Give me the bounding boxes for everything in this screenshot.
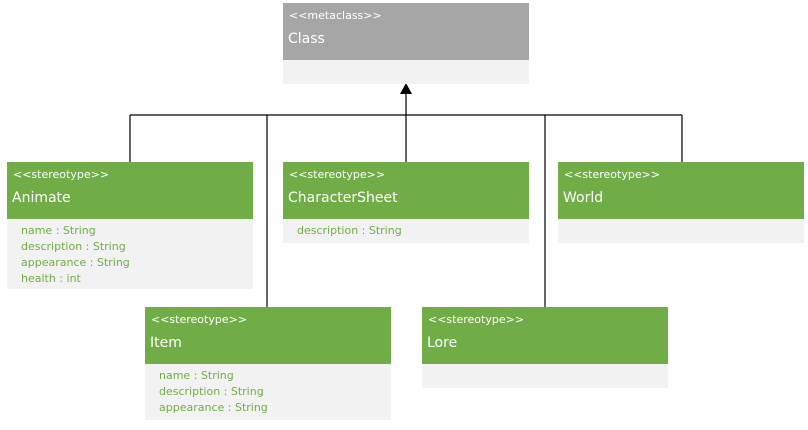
attribute: name : String [21,224,96,237]
class-animate-header: <<stereotype>> Animate [7,162,253,219]
attribute-compartment: description : String [283,219,529,243]
stereotype-label: <<stereotype>> [428,313,525,326]
stereotype-label: <<stereotype>> [289,168,386,181]
attribute-compartment [558,219,804,243]
class-name: Class [288,31,325,47]
class-name: Lore [427,335,458,351]
attribute-compartment: name : String description : String appea… [145,364,391,420]
attribute: description : String [297,224,402,237]
stereotype-label: <<stereotype>> [13,168,110,181]
attribute: description : String [159,385,264,398]
class-item-header: <<stereotype>> Item [145,307,391,364]
stereotype-label: <<stereotype>> [151,313,248,326]
attribute: appearance : String [159,401,268,414]
class-world-header: <<stereotype>> World [558,162,804,219]
stereotype-label: <<stereotype>> [564,168,661,181]
class-metaclass[interactable]: <<metaclass>> Class [283,3,529,84]
class-world[interactable]: <<stereotype>> World [558,162,804,243]
attribute: appearance : String [21,256,130,269]
class-lore[interactable]: <<stereotype>> Lore [422,307,668,388]
attribute-compartment [283,60,529,84]
attribute: name : String [159,369,234,382]
attribute: description : String [21,240,126,253]
attribute-compartment [422,364,668,388]
class-metaclass-header: <<metaclass>> Class [283,3,529,60]
class-lore-header: <<stereotype>> Lore [422,307,668,364]
class-charactersheet[interactable]: <<stereotype>> CharacterSheet descriptio… [283,162,529,243]
class-name: Animate [12,190,71,206]
class-animate[interactable]: <<stereotype>> Animate name : String des… [7,162,253,289]
attribute-compartment: name : String description : String appea… [7,219,253,289]
class-name: Item [150,335,182,351]
stereotype-label: <<metaclass>> [289,9,382,22]
class-name: World [563,190,604,206]
class-charactersheet-header: <<stereotype>> CharacterSheet [283,162,529,219]
generalization-arrowhead [400,83,412,94]
class-item[interactable]: <<stereotype>> Item name : String descri… [145,307,391,420]
attribute: health : int [21,272,81,285]
class-name: CharacterSheet [288,190,398,206]
